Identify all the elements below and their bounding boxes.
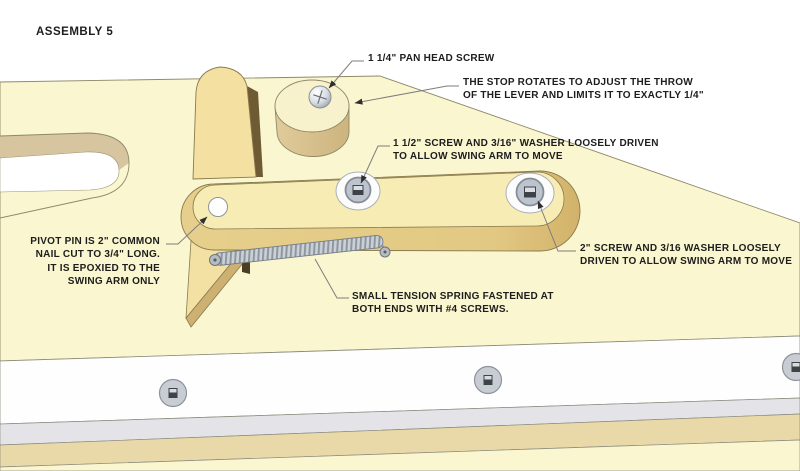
- swing-arm-top-face: [192, 171, 565, 230]
- annotation-line: OF THE LEVER AND LIMITS IT TO EXACTLY 1/…: [463, 90, 704, 102]
- lever-arm: [192, 66, 263, 180]
- annotation-line: 1 1/4" PAN HEAD SCREW: [368, 53, 495, 64]
- annotation-line: SMALL TENSION SPRING FASTENED AT: [352, 291, 554, 302]
- annotation-screw-1-5: 1 1/2" SCREW AND 3/16" WASHER LOOSELY DR…: [393, 137, 659, 164]
- rail-screw-2: [473, 365, 503, 395]
- annotation-line: TO ALLOW SWING ARM TO MOVE: [393, 151, 563, 163]
- rail-wood-edge: [0, 413, 800, 468]
- slot-far-wall: [0, 133, 129, 170]
- annotation-line: BOTH ENDS WITH #4 SCREWS.: [352, 304, 509, 316]
- rail-screw-1: [158, 378, 188, 408]
- rail-screw-3: [781, 352, 800, 382]
- leader-tension-spring: [314, 258, 349, 299]
- slot-outline: [0, 132, 130, 219]
- rail-white-face: [0, 335, 800, 425]
- leader-screw-2: [537, 200, 576, 252]
- tension-spring: [209, 234, 391, 266]
- rail-bottom-board: [0, 439, 800, 471]
- washer-screw-left: [335, 171, 381, 211]
- routed-slot: [0, 132, 130, 219]
- stop-cylinder-top: [274, 79, 350, 133]
- front-rail: [0, 335, 800, 471]
- annotation-line: SWING ARM ONLY: [67, 276, 160, 288]
- annotation-line: 1 1/2" SCREW AND 3/16" WASHER LOOSELY DR…: [393, 138, 659, 149]
- annotation-line: THE STOP ROTATES TO ADJUST THE THROW: [463, 77, 693, 88]
- annotation-screw-2: 2" SCREW AND 3/16 WASHER LOOSELY DRIVEN …: [580, 242, 792, 269]
- annotation-line: DRIVEN TO ALLOW SWING ARM TO MOVE: [580, 256, 793, 268]
- rail-gray-edge: [0, 397, 800, 446]
- annotation-line: PIVOT PIN IS 2" COMMON: [30, 236, 160, 247]
- page-title: ASSEMBLY 5: [36, 26, 114, 38]
- annotation-line: NAIL CUT TO 3/4" LONG.: [35, 249, 160, 261]
- slot-through-hole: [0, 151, 120, 193]
- annotation-line: 2" SCREW AND 3/16 WASHER LOOSELY: [580, 243, 781, 254]
- rotating-stop: [274, 79, 350, 157]
- annotation-line: IT IS EPOXIED TO THE: [47, 262, 160, 274]
- annotation-stop-rotates: THE STOP ROTATES TO ADJUST THE THROW OF …: [463, 76, 704, 103]
- leader-lines: [166, 60, 576, 299]
- annotation-pivot-pin: PIVOT PIN IS 2" COMMON NAIL CUT TO 3/4" …: [30, 235, 160, 289]
- pivot-pin: [208, 197, 228, 217]
- lever-side-shadow: [247, 86, 263, 177]
- pan-head-screw: [308, 85, 332, 109]
- spring-screw-right: [379, 246, 391, 258]
- leader-pan-head-screw: [328, 60, 364, 89]
- spring-screw-left: [209, 254, 221, 266]
- swing-arm: [180, 170, 581, 252]
- lever-face: [192, 66, 257, 180]
- leader-screw-1-5: [360, 145, 390, 184]
- annotation-pan-head-screw: 1 1/4" PAN HEAD SCREW: [368, 52, 495, 65]
- leader-stop-rotates: [354, 85, 459, 105]
- washer-screw-right: [505, 172, 555, 214]
- leader-pivot-pin: [166, 216, 208, 245]
- annotation-tension-spring: SMALL TENSION SPRING FASTENED AT BOTH EN…: [352, 290, 554, 317]
